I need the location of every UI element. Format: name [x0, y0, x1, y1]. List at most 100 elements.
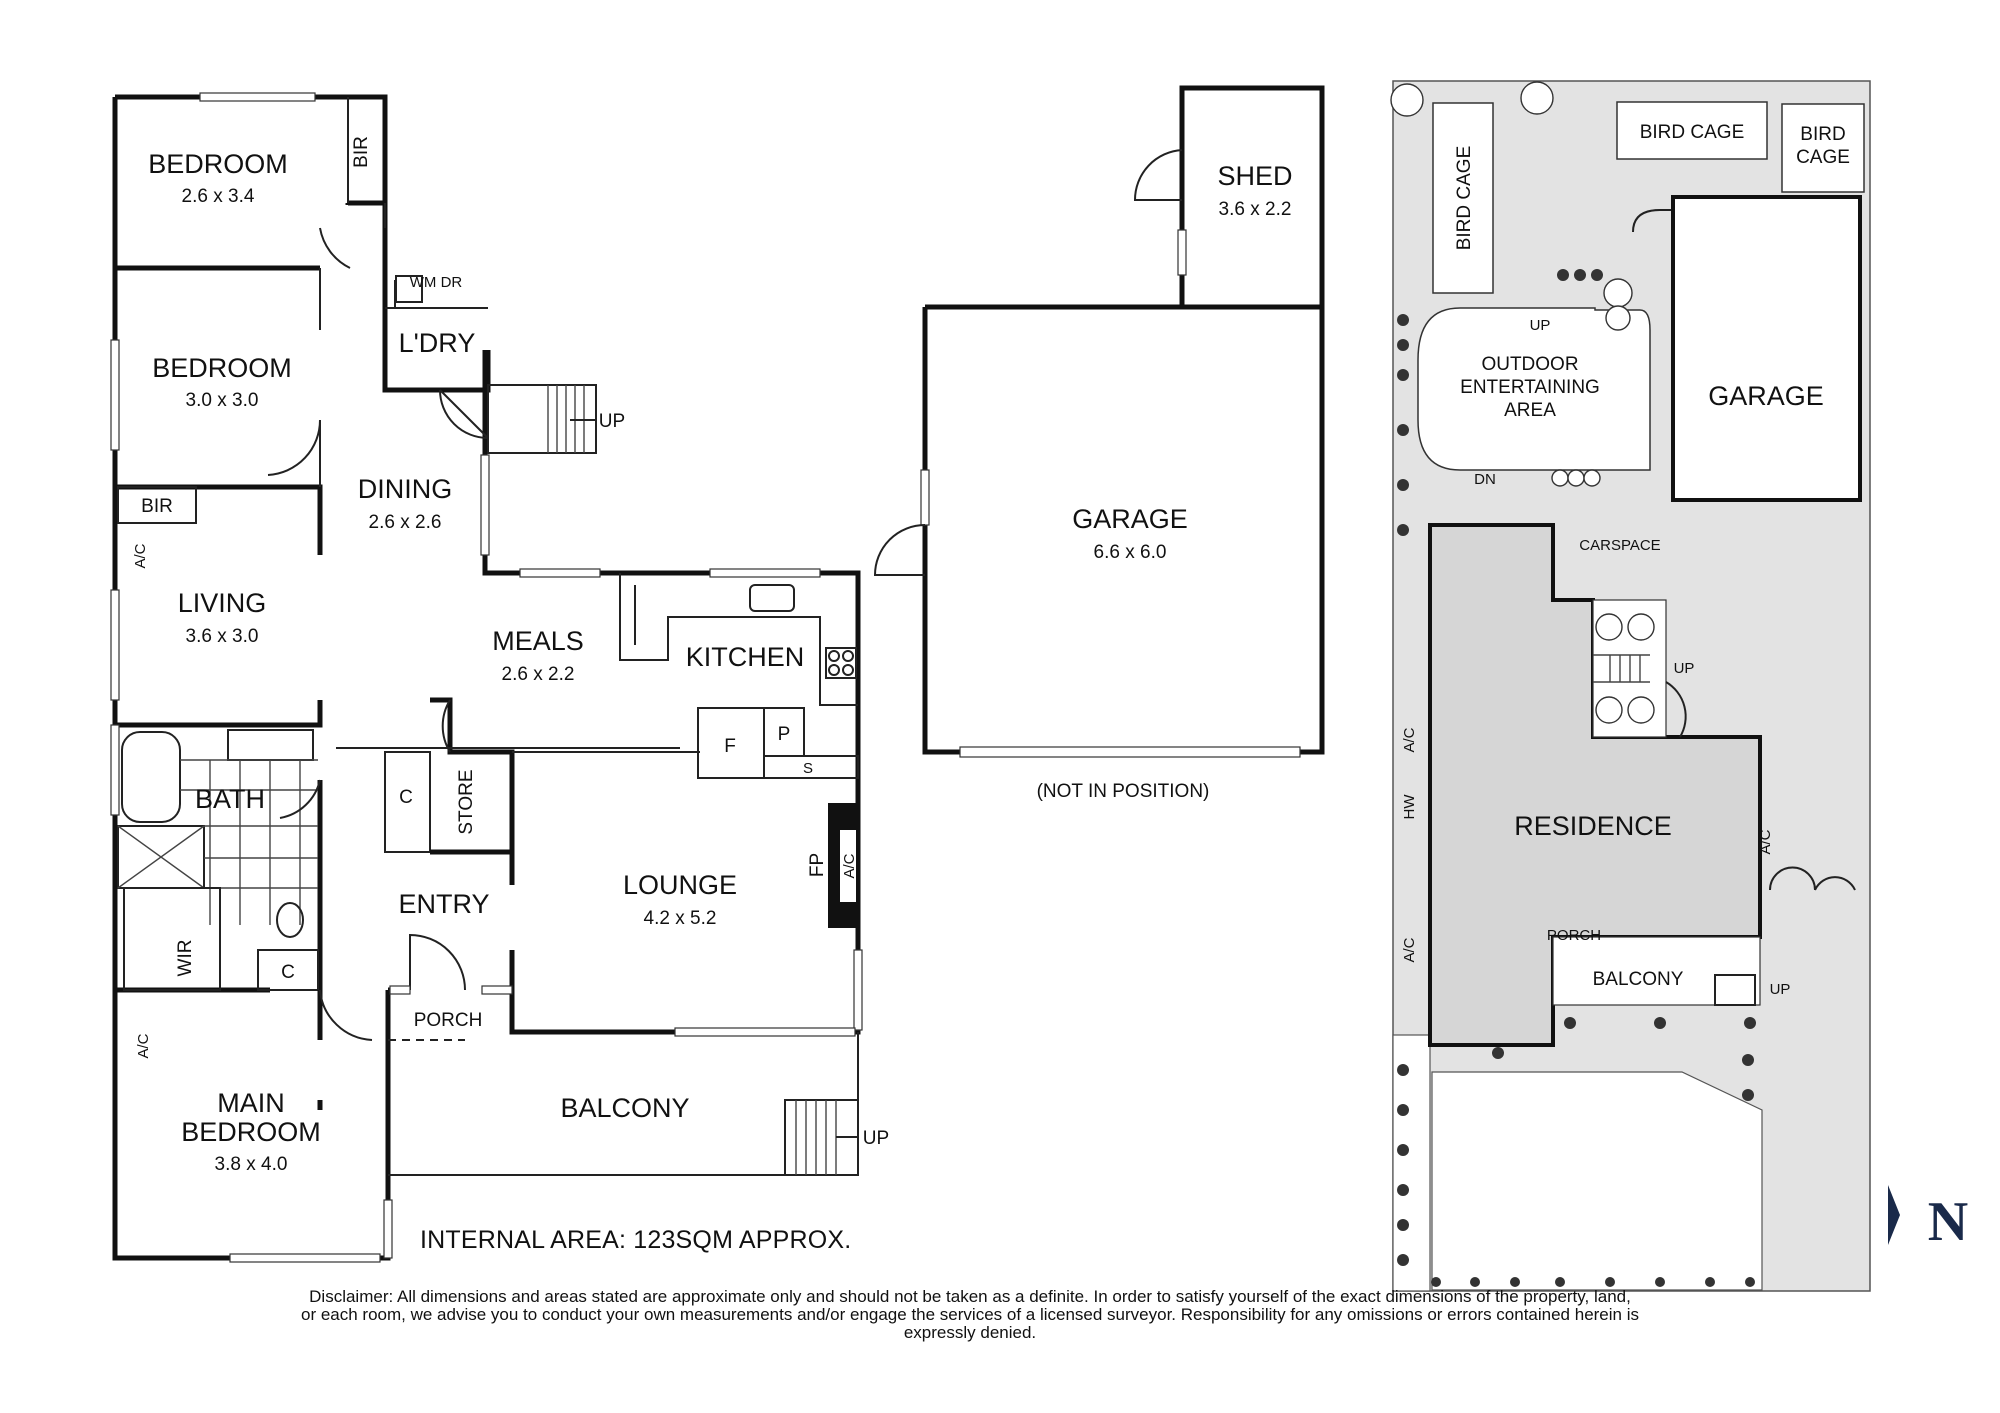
side-strip	[1392, 1034, 1431, 1292]
cooktop	[825, 647, 857, 679]
wm-dr-label: WM DR	[410, 274, 463, 291]
garage-door	[959, 746, 1301, 758]
bird-cage-top	[1616, 101, 1768, 160]
house-floorplan	[110, 92, 863, 1263]
step-arc	[1665, 681, 1687, 738]
up-label: UP	[1674, 660, 1695, 677]
window	[110, 589, 120, 701]
room-name: L'DRY	[399, 328, 476, 358]
ac-label: A/C	[1401, 727, 1418, 752]
room-dims: 3.0 x 3.0	[186, 390, 259, 411]
carspace-label: CARSPACE	[1579, 537, 1660, 554]
site-porch-label: PORCH	[1547, 927, 1601, 944]
dn-label: DN	[1474, 471, 1496, 488]
path-line	[1632, 195, 1783, 233]
step-treads	[1593, 654, 1650, 683]
site-garage-label: GARAGE	[1708, 381, 1824, 411]
window	[481, 985, 513, 995]
vanity	[227, 729, 314, 761]
ac-label: A/C	[1401, 937, 1418, 962]
laundry-door-arc	[439, 389, 489, 439]
window	[383, 1199, 393, 1259]
house-outer-wall	[112, 94, 861, 1261]
room-dims: 4.2 x 5.2	[644, 908, 717, 929]
bath-wall	[115, 700, 323, 993]
door-arc	[267, 419, 322, 476]
door-arc	[319, 227, 351, 269]
site-garage	[1671, 195, 1862, 502]
internal-area: INTERNAL AREA: 123SQM APPROX.	[420, 1226, 852, 1254]
kitchen-sink	[749, 584, 795, 612]
garage-name: GARAGE	[1072, 504, 1188, 534]
dots	[1397, 269, 1756, 1287]
bird-cage-left	[1432, 102, 1494, 294]
fridge-label: F	[724, 736, 736, 757]
sink-label: S	[803, 760, 813, 777]
shed-wall	[1179, 85, 1325, 307]
window	[110, 724, 120, 816]
bird-cage-right-label: CAGE	[1796, 147, 1850, 168]
fp-label: FP	[807, 853, 828, 877]
burner	[828, 650, 840, 662]
room-dims: 2.6 x 2.2	[502, 664, 575, 685]
store-label: STORE	[456, 769, 477, 834]
room-name: LOUNGE	[623, 870, 737, 900]
up-label: UP	[1530, 317, 1551, 334]
up-label: UP	[1770, 981, 1791, 998]
washing-machine	[395, 275, 423, 303]
site-plan: BIRD CAGE BIRD CAGE BIRD CAGE UP OUTDOOR…	[1390, 80, 1871, 1292]
site-porch-balcony	[1552, 936, 1761, 1006]
room-name: BEDROOM	[152, 353, 292, 383]
residence	[1428, 523, 1762, 1047]
garage-door-arc	[873, 524, 926, 576]
room-name: BALCONY	[560, 1093, 689, 1123]
bir-living	[117, 486, 197, 524]
door-arc	[279, 779, 321, 819]
window	[709, 568, 821, 578]
window	[1177, 229, 1187, 276]
north-label: N	[1928, 1191, 1968, 1253]
room-name: KITCHEN	[686, 642, 805, 672]
store-wall	[430, 697, 515, 855]
bath-cupboard	[257, 949, 319, 991]
bir-top	[347, 97, 386, 228]
bird-cage-right	[1781, 103, 1865, 193]
burner	[842, 650, 854, 662]
room-name: PORCH	[414, 1010, 483, 1031]
balcony-stair-treads	[795, 1100, 837, 1175]
shed-door-arc	[1133, 149, 1183, 201]
wir-label: WIR	[175, 940, 196, 977]
cupboard-c	[384, 751, 431, 853]
cupboard-label: C	[281, 962, 295, 983]
room-dims: 2.6 x 3.4	[182, 186, 255, 207]
site-balcony-label: BALCONY	[1593, 969, 1684, 990]
window	[853, 949, 863, 1031]
bath-tiles	[180, 759, 318, 925]
shed-dims: 3.6 x 2.2	[1219, 199, 1292, 220]
outdoor-label: ENTERTAINING	[1460, 377, 1600, 398]
room-name: MAIN	[217, 1088, 285, 1118]
shrubs	[1390, 81, 1655, 724]
outdoor-label: OUTDOOR	[1481, 354, 1578, 375]
room-name: ENTRY	[398, 889, 489, 919]
ac-label: A/C	[132, 543, 149, 568]
bird-cage-right-label: BIRD	[1800, 124, 1845, 145]
ac-label: A/C	[135, 1033, 152, 1058]
up-label: UP	[863, 1128, 889, 1149]
window	[920, 469, 930, 526]
room-name: MEALS	[492, 626, 584, 656]
outdoor-area	[1417, 307, 1651, 471]
room-name: BATH	[195, 784, 265, 814]
door-arc	[319, 989, 373, 1041]
room-name: LIVING	[178, 588, 267, 618]
sink-unit	[763, 755, 859, 779]
north-arrow-icon	[1888, 1185, 1900, 1245]
room-name: DINING	[358, 474, 453, 504]
ac-label: A/C	[1757, 829, 1774, 854]
bedroom1-wall	[115, 200, 388, 271]
front-lawn	[1431, 1071, 1763, 1291]
north-arrow: N	[1888, 1185, 1968, 1253]
fireplace-ac	[840, 830, 856, 902]
window	[674, 1027, 856, 1037]
